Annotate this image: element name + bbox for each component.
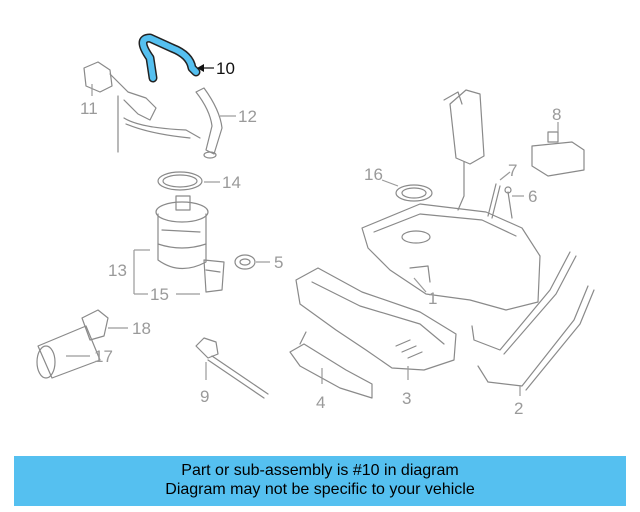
callout-4-label: 4 bbox=[316, 393, 325, 412]
callout-1: 1 bbox=[413, 277, 437, 308]
callout-5-label: 5 bbox=[274, 253, 283, 272]
callout-13-label: 13 bbox=[108, 261, 127, 280]
callout-3: 3 bbox=[402, 366, 411, 408]
callout-5: 5 bbox=[256, 253, 283, 272]
callout-11-label: 11 bbox=[80, 99, 98, 118]
callout-15-label: 15 bbox=[150, 285, 169, 304]
banner-line-1: Part or sub-assembly is #10 in diagram bbox=[181, 462, 459, 479]
part-6-fittings[interactable] bbox=[504, 186, 513, 219]
part-15-sender[interactable] bbox=[203, 259, 225, 293]
callout-9: 9 bbox=[200, 362, 209, 406]
callout-8: 8 bbox=[552, 105, 561, 132]
info-banner: Part or sub-assembly is #10 in diagram D… bbox=[14, 456, 626, 506]
part-14-seal-ring[interactable] bbox=[157, 171, 203, 191]
callout-10: 10 bbox=[197, 59, 235, 78]
part-18-clamp[interactable] bbox=[81, 309, 109, 341]
callout-2-label: 2 bbox=[514, 399, 523, 418]
part-8-module[interactable] bbox=[531, 131, 585, 177]
callout-4: 4 bbox=[316, 368, 325, 412]
callout-6-label: 6 bbox=[528, 187, 537, 206]
part-12-elbow-hose[interactable] bbox=[195, 87, 223, 159]
callout-14: 14 bbox=[204, 173, 241, 192]
part-16-lock-ring[interactable] bbox=[395, 184, 433, 202]
callout-7: 7 bbox=[499, 161, 517, 181]
callout-6: 6 bbox=[512, 187, 537, 206]
part-11-filler-neck[interactable] bbox=[83, 61, 201, 153]
callout-12-label: 12 bbox=[238, 107, 257, 126]
parts-diagram: 10 11 12 14 13 15 5 16 8 7 6 bbox=[36, 33, 595, 418]
part-7-vent-line[interactable] bbox=[487, 183, 501, 219]
part-1-fuel-tank[interactable] bbox=[361, 203, 541, 311]
callout-17-label: 17 bbox=[94, 347, 113, 366]
part-10-hose[interactable] bbox=[138, 33, 201, 83]
callout-16: 16 bbox=[364, 165, 399, 187]
callout-8-label: 8 bbox=[552, 105, 561, 124]
part-5-grommet[interactable] bbox=[234, 254, 256, 270]
callout-17: 17 bbox=[66, 347, 113, 366]
callout-7-label: 7 bbox=[508, 161, 517, 180]
part-9-pipe[interactable] bbox=[195, 337, 269, 399]
callout-13: 13 bbox=[108, 249, 150, 295]
callout-2: 2 bbox=[514, 386, 523, 418]
callout-18: 18 bbox=[108, 319, 151, 338]
banner-line-2: Diagram may not be specific to your vehi… bbox=[165, 481, 475, 498]
callout-16-label: 16 bbox=[364, 165, 383, 184]
callout-3-label: 3 bbox=[402, 389, 411, 408]
callout-1-label: 1 bbox=[428, 289, 437, 308]
part-17-filter[interactable] bbox=[36, 325, 101, 379]
callout-9-label: 9 bbox=[200, 387, 209, 406]
callout-14-label: 14 bbox=[222, 173, 241, 192]
part-3-heat-shield[interactable] bbox=[295, 267, 457, 371]
part-2-straps[interactable] bbox=[471, 251, 595, 391]
callout-12: 12 bbox=[220, 107, 257, 126]
callout-11: 11 bbox=[80, 84, 98, 118]
callout-10-label: 10 bbox=[216, 59, 235, 78]
part-4-bracket[interactable] bbox=[289, 331, 373, 399]
part-13-fuel-pump[interactable] bbox=[155, 195, 209, 270]
callout-18-label: 18 bbox=[132, 319, 151, 338]
callout-15: 15 bbox=[150, 285, 200, 304]
part-evap-canister bbox=[443, 89, 485, 211]
